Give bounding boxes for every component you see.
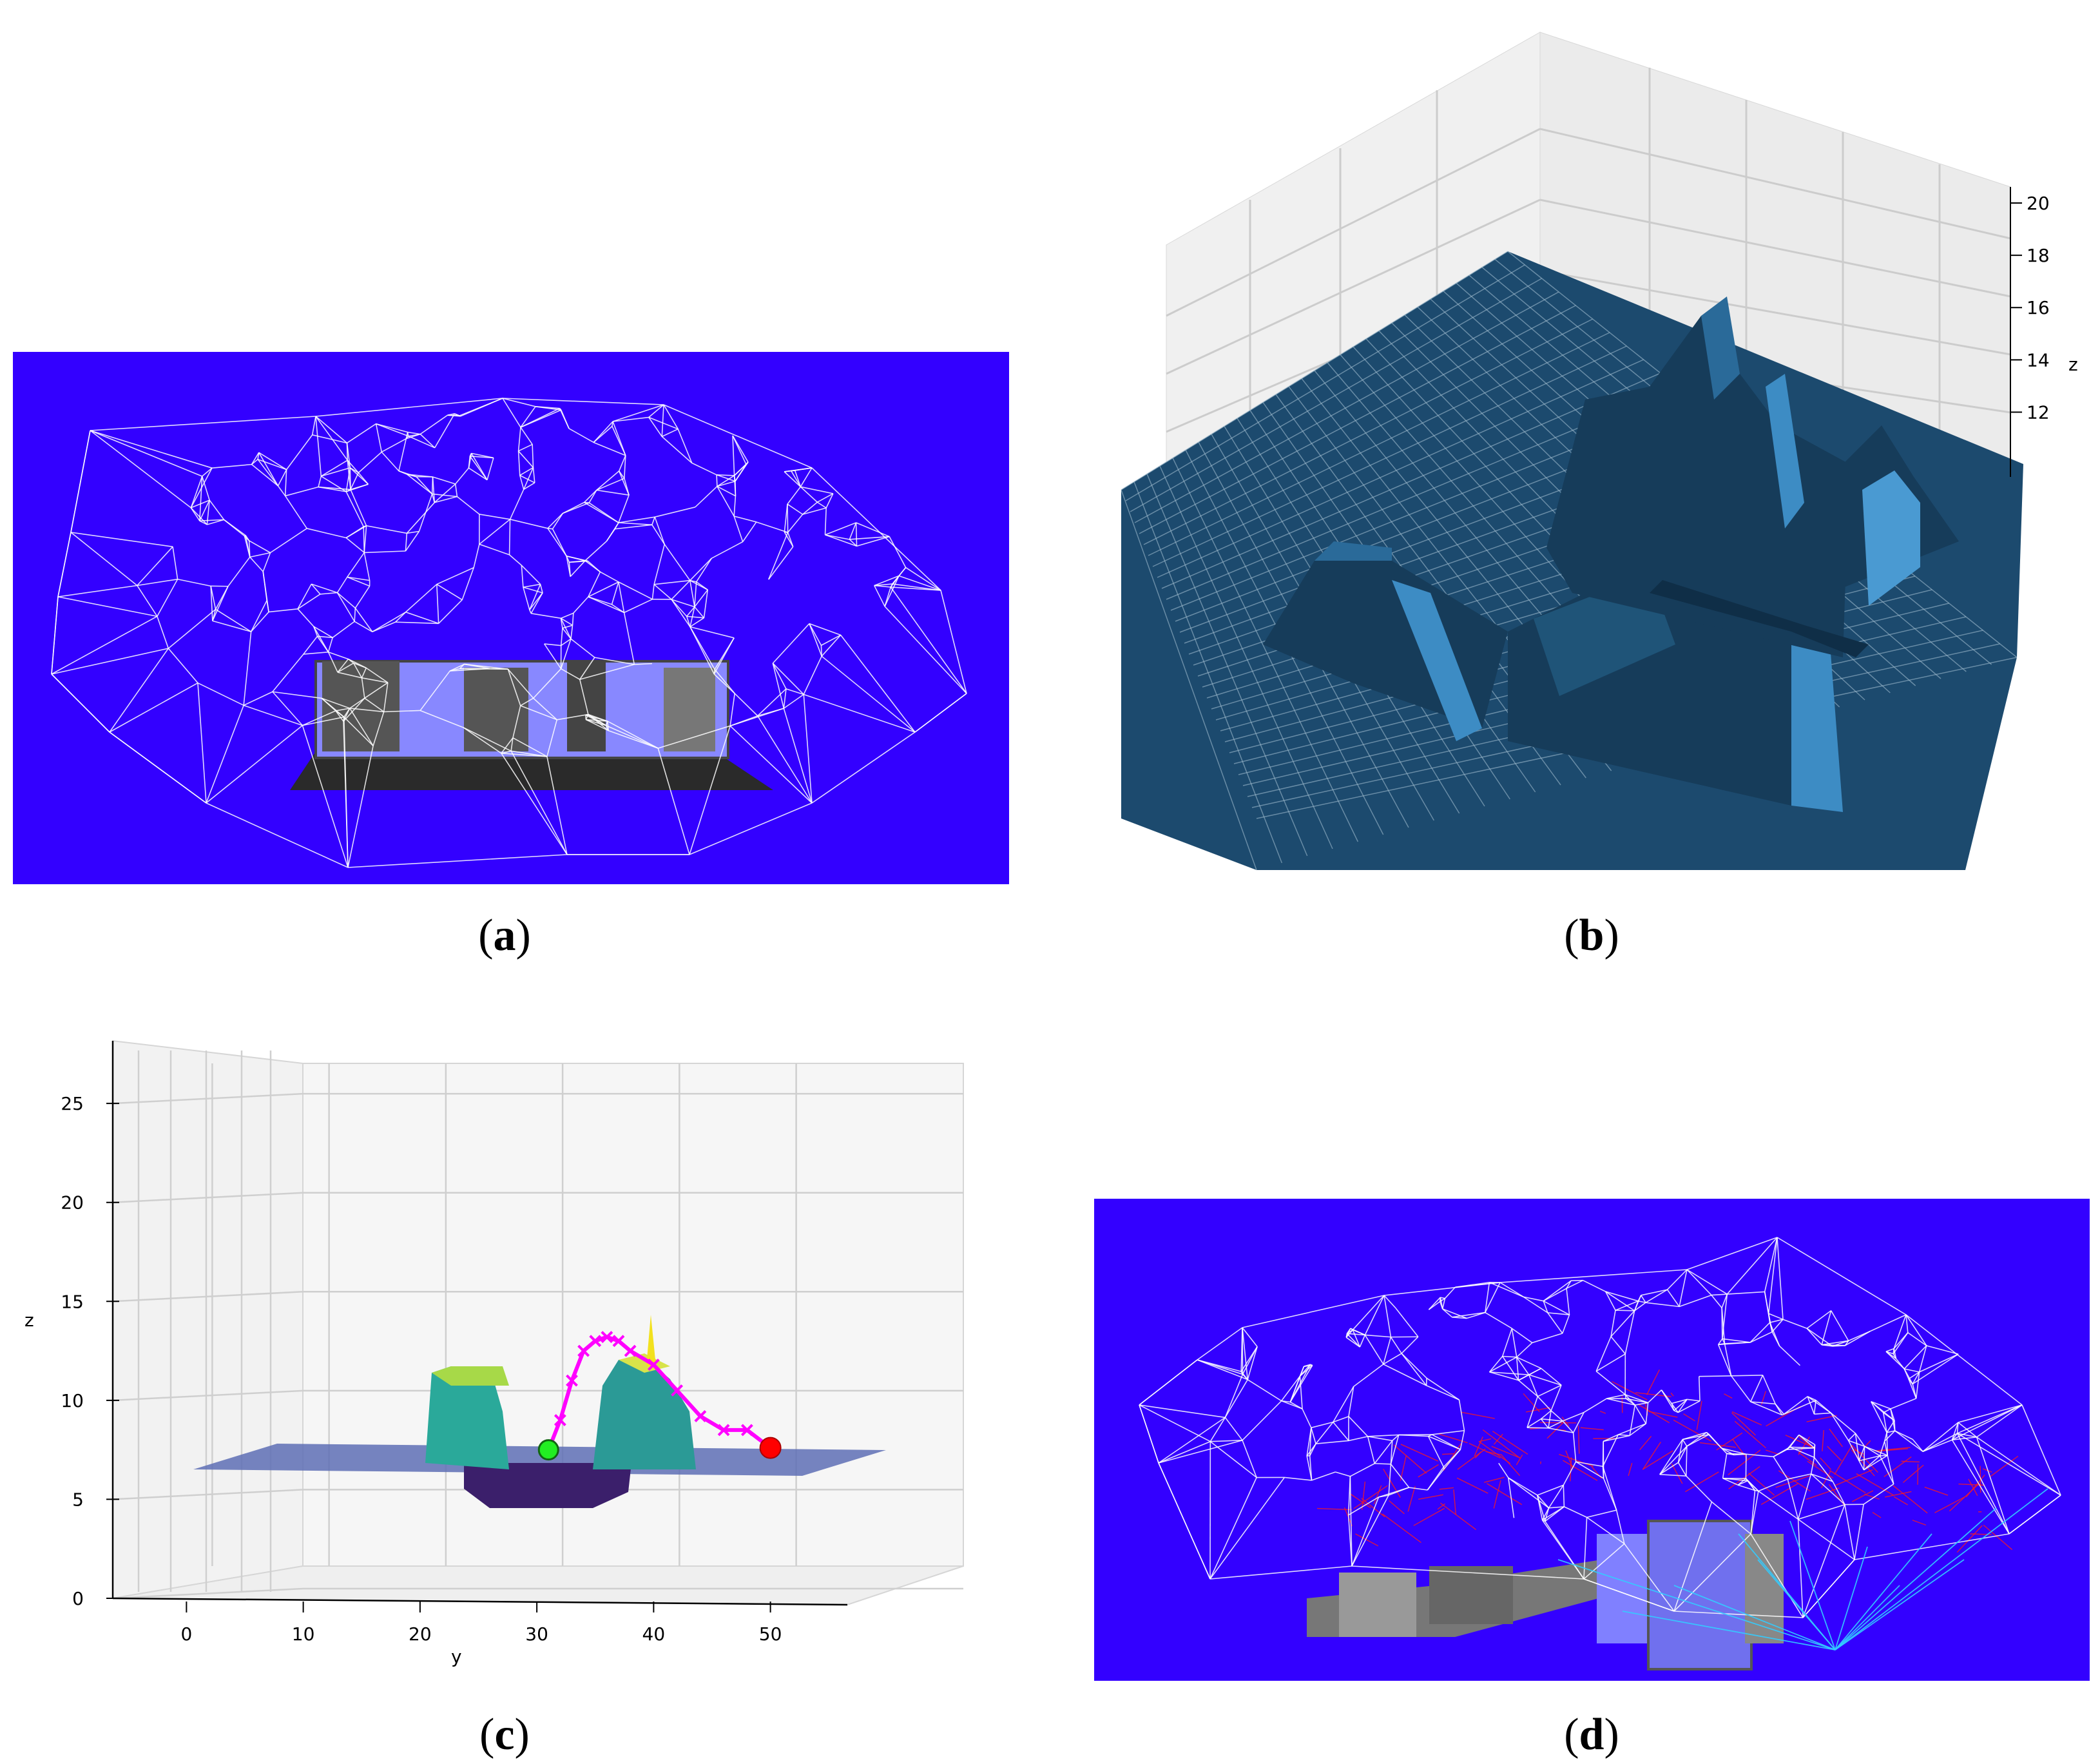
panel-c-y-label: y xyxy=(451,1646,462,1667)
panel-b-z-label: z xyxy=(2068,354,2078,375)
panel-b-z-tick-label: 14 xyxy=(2027,349,2050,371)
caption-b: (b) xyxy=(1463,910,1720,962)
panel-c-axis-lines xyxy=(111,1041,848,1606)
panel-d-background xyxy=(1094,1199,2090,1681)
panel-c-z-tick-label: 0 xyxy=(72,1588,84,1609)
panel-b-z-tick-label: 18 xyxy=(2027,245,2050,266)
panel-c-path-marker xyxy=(601,1331,613,1343)
panel-c-path-marker xyxy=(612,1335,625,1348)
panel-d-image xyxy=(1094,1199,2090,1681)
panel-b-z-tick-label: 20 xyxy=(2027,193,2050,214)
panel-c-path-marker xyxy=(671,1384,684,1397)
caption-b-text: (b) xyxy=(1564,911,1619,960)
panel-c-path-marker xyxy=(694,1410,707,1422)
panel-c-path-marker xyxy=(717,1424,730,1437)
panel-c-path-marker xyxy=(577,1344,590,1357)
panel-c-y-tick-label: 10 xyxy=(292,1623,315,1645)
caption-c: (c) xyxy=(376,1709,633,1761)
panel-c-y-tick-label: 30 xyxy=(525,1623,548,1645)
panel-c-axes-panes xyxy=(112,1040,964,1606)
panel-d-cyan-edges xyxy=(1557,1488,2048,1651)
panel-c-z-tick-label: 25 xyxy=(61,1093,84,1114)
panel-a-graph-edges xyxy=(51,398,967,868)
panel-c-y-tick-label: 50 xyxy=(759,1623,782,1645)
panel-c-z-tick-label: 15 xyxy=(61,1291,84,1312)
panel-c-chart: 0 5 10 15 20 25 0 10 20 30 40 50 z y xyxy=(24,1040,964,1667)
panel-c-goal-marker xyxy=(759,1437,782,1459)
panel-a-image xyxy=(13,352,1009,884)
panel-c-z-tick-label: 20 xyxy=(61,1192,84,1214)
panel-c-start-marker xyxy=(537,1439,559,1461)
caption-a: (a) xyxy=(376,910,633,962)
panel-b-z-tick-label: 12 xyxy=(2027,402,2050,423)
caption-d-text: (d) xyxy=(1564,1710,1619,1759)
panel-b-z-ticks: 12 14 16 18 20 xyxy=(2010,193,2050,423)
panel-b-chart: 12 14 16 18 20 z xyxy=(1121,32,2078,871)
caption-a-text: (a) xyxy=(478,911,531,960)
panel-c-y-tick-label: 0 xyxy=(180,1623,192,1645)
panel-c-path-marker xyxy=(589,1335,602,1348)
panel-c-y-tick-label: 40 xyxy=(642,1623,666,1645)
panel-c-y-tick-label: 20 xyxy=(409,1623,432,1645)
panel-b-z-tick-label: 16 xyxy=(2027,297,2050,318)
panel-c-z-ticks: 0 5 10 15 20 25 xyxy=(61,1093,119,1609)
panel-d-graph-edges xyxy=(1139,1237,2061,1618)
panel-c-surface xyxy=(193,1315,886,1508)
panel-c-path-marker xyxy=(624,1344,637,1357)
panel-c-z-label: z xyxy=(24,1310,34,1331)
panel-c-z-tick-label: 5 xyxy=(72,1489,84,1510)
caption-c-text: (c) xyxy=(479,1710,530,1759)
panel-b-surface xyxy=(1121,251,2023,871)
panel-c-path-marker xyxy=(566,1374,578,1387)
caption-d: (d) xyxy=(1463,1709,1720,1761)
panel-c-path-marker xyxy=(554,1414,566,1426)
panel-c-y-ticks: 0 10 20 30 40 50 xyxy=(180,1602,782,1645)
panel-a-background xyxy=(13,352,1009,884)
panel-c-path-marker xyxy=(740,1424,753,1437)
panel-c-path-marker xyxy=(647,1359,660,1371)
panel-c-z-tick-label: 10 xyxy=(61,1390,84,1411)
